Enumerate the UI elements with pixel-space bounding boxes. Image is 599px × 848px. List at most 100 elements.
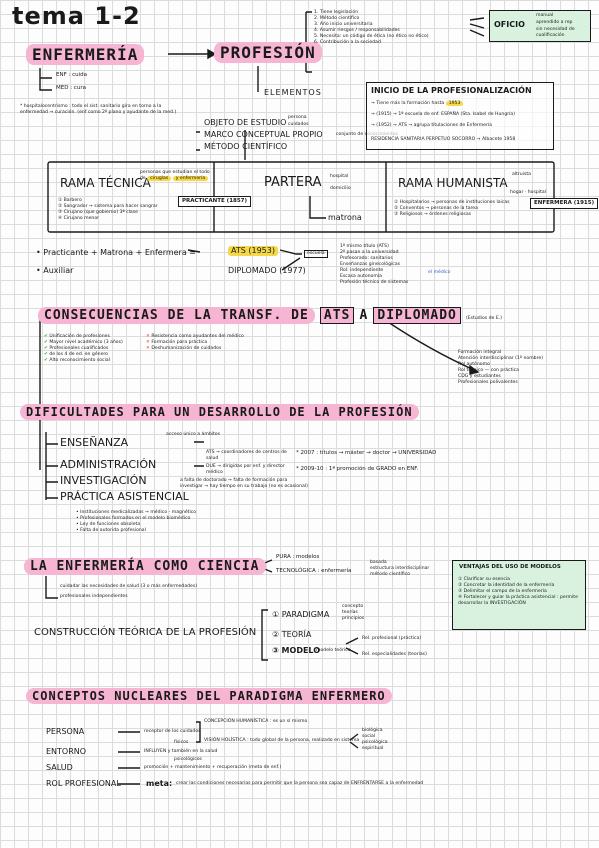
rama-tecnica-hl: cirugías [147,176,172,181]
profesion-item: 4. Asumir riesgos / responsabilidades [314,28,400,33]
rama-tecnica-item: ④ Cirujano menor [58,216,100,221]
inicio-year: 1953 [445,101,464,106]
elemento-metodo: MÉTODO CIENTÍFICO [204,142,288,151]
paradigma-note: teorías [342,610,358,615]
inicio-line: → Tiene más la formación hasta [371,101,445,106]
persona-right: CONCEPCIÓN HUMANÍSTICA : es un sí mismo [204,719,308,724]
diplomado-label: DIPLOMADO (1977) [228,266,306,275]
consecuencias-heading: CONSECUENCIAS DE LA TRANSF. DE ATS A DIP… [38,304,502,324]
enfermeria-heading: ENFERMERÍA [26,44,145,65]
dificultades-heading: DIFICULTADES PARA UN DESARROLLO DE LA PR… [20,404,419,420]
ciencia-bullet: profesionales independientes [60,594,128,599]
administracion-note: DUE → dirigidas por enf. y director médi… [206,464,285,475]
rama-tecnica-item: ① Barbero [58,198,82,203]
persona-note: receptor de los cuidados [144,729,201,734]
rama-tecnica-label: RAMA TÉCNICA [60,176,151,190]
auxiliar-line: • Auxiliar [36,266,74,275]
rama-humanista-item: ① Hospitalarios → personas de institucio… [394,200,510,205]
med-line: MED : cura [56,85,86,91]
practicante-box: PRACTICANTE (1857) [178,196,252,207]
dificultad-item: INVESTIGACIÓN [60,474,147,487]
inicio-line: → (1952) → ATS → agrupa titulaciones de … [371,123,492,128]
oficio-item: manual [536,13,554,18]
s2-note: Profesorado: sanitarios [340,256,393,261]
construccion-teoria: ② TEORÍA [272,630,312,639]
ensenanza-note: acceso único a ámbitos [166,432,221,437]
entorno-fisicos: físicos [174,740,189,745]
ventaja-item: ③ Delimitar el campo de la enfermería [458,589,547,594]
s3-right-item: Profesionales polivalentes [458,380,518,385]
green-item: de los 4 de ed. en género [49,352,108,357]
year-2009: * 2009-10 : 1ª promoción de GRADO en ENF… [296,466,419,472]
matrona-label: matrona [328,213,362,222]
concepto-row: ENTORNO [46,747,87,756]
red-item: Resistencia como ayudantes del médico [151,334,244,339]
green-item: Profesionales cualificados [49,346,109,351]
humanista-altruista: altruista [512,172,531,177]
rama-tecnica-note: personas que estudian el todo de [140,170,210,181]
elemento-objeto: OBJETO DE ESTUDIO [204,118,287,127]
tecnologica-line: TECNOLÓGICA : enfermería [276,568,352,574]
ventajas-title: VENTAJAS DEL USO DE MODELOS [459,564,561,570]
rama-humanista-item: ② Conventos → personas de la tarea [394,206,478,211]
profesion-item: 6. Contribución a la sociedad [314,40,381,45]
green-item: Alto reconocimiento social [49,358,110,363]
rama-humanista-label: RAMA HUMANISTA [398,176,508,190]
dificultad-item: PRÁCTICA ASISTENCIAL [60,490,189,503]
s3-right-item: Rol autónomo [458,362,490,367]
medico-note: el médico [428,270,451,275]
holistica-note: espiritual [362,746,384,751]
elemento-objeto-persona: persona [288,115,307,120]
entorno-psicologicos: psicológicos [174,757,202,762]
oficio-item: aprendido a rep [536,20,573,25]
profesion-item: 5. Necesita: un código de ética (no étic… [314,34,429,39]
construccion-paradigma: ① PARADIGMA [272,610,330,619]
consecuencias-note: (Estudios de E.) [465,316,502,321]
inicio-box: INICIO DE LA PROFESIONALIZACIÓN → Tiene … [366,82,554,150]
consecuencias-diplomado: DIPLOMADO [373,307,461,324]
inicio-line: RESIDENCIA SANITARIA PERPETUO SOCORRO → … [371,137,516,142]
s3-right-item: Formación integral [458,350,502,355]
concepto-row: PERSONA [46,727,85,736]
page-title: tema 1-2 [12,2,141,30]
rama-humanista-item: ③ Religiosos → órdenes religiosas [394,212,472,217]
s2-note: 1º mismo título (ATS) [340,244,389,249]
persona-right: VISIÓN HOLÍSTICA : todo global de la per… [204,738,360,743]
tec-note: método científico [370,572,410,577]
rol-meta: meta: [146,779,173,788]
modelo-note: modelo teórico [316,648,351,653]
partera-label: PARTERA [264,175,322,190]
oficio-box: OFICIO manual aprendido a rep sin necesi… [489,10,591,42]
profesion-item: 1. Tiene legislación [314,10,359,15]
practica-item: • Profesionales formados en el modelo bi… [76,516,191,521]
s3-right-item: CDG y estudiantes [458,374,501,379]
tec-note: basada [370,560,387,565]
green-item: Mayor nivel académico (3 años) [49,340,123,345]
enf-line: ENF : cuida [56,72,88,78]
rama-tecnica-item: ② Sangrador → sistema para hacer sangrar [58,204,158,209]
inicio-line: → (1915) → 1ª escuela de enf. ESPAÑA (St… [371,112,516,117]
ventaja-item: ② Concretar la identidad de la enfermerí… [458,583,555,588]
oficio-item: sin necesidad de cualificación [536,27,575,38]
s2-note: Rol: independiente [340,268,384,273]
ventajas-box: VENTAJAS DEL USO DE MODELOS ① Clarificar… [452,560,586,630]
inicio-title: INICIO DE LA PROFESIONALIZACIÓN [371,86,532,95]
escuela-box: escuela [304,250,328,258]
paradigma-note: concepto [342,604,364,609]
entorno-note: INFLUYEN y también en la salud [144,749,218,754]
s2-note: Profesión técnico de sistemas [340,280,409,285]
humanista-hogar: hogar · hospital [510,190,546,195]
practica-item: • Instituciones medicalizadas → médico -… [76,510,197,515]
s3-right-item: Atención interdisciplinar (1º nombre) [458,356,543,361]
profesion-item: 2. Método científico [314,16,360,21]
dificultad-item: ENSEÑANZA [60,436,129,449]
year-2007: * 2007 : títulos → máster → doctor → UNI… [296,450,437,456]
rol-note: crear las condiciones necesarias para pe… [176,781,424,786]
concepto-row: SALUD [46,763,73,772]
equation-line: • Practicante + Matrona + Enfermera = [36,248,196,257]
pura-line: PURA : modelos [276,554,320,560]
practica-item: • Ley de funciones obsoleta [76,522,141,527]
salud-note: promoción + mantenimiento + recuperación… [144,765,282,770]
tec-note: estructura interdisciplinar [370,566,430,571]
s2-note: Enseñanzas ginecológicas [340,262,401,267]
